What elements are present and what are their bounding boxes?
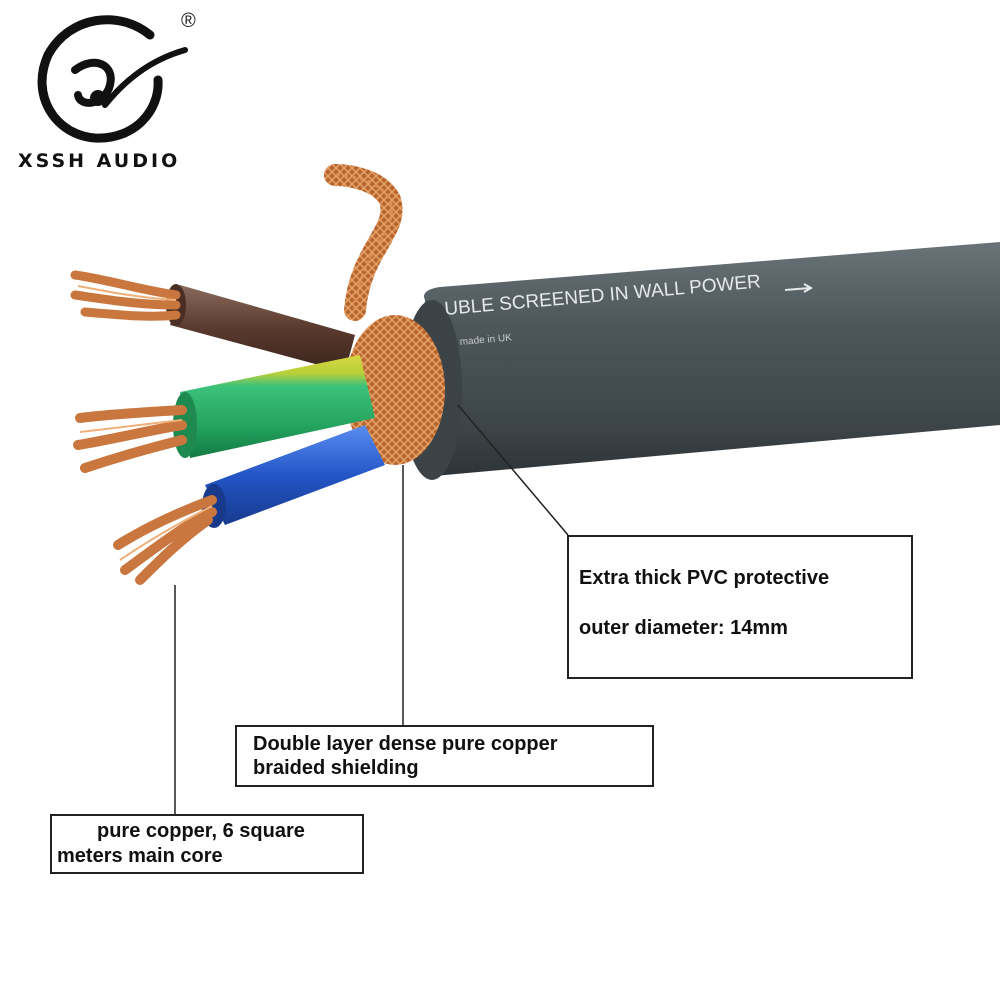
- xs-swirl-logo-icon: [37, 15, 188, 143]
- callout-pvc-line2: outer diameter: 14mm: [579, 617, 788, 639]
- braid-twist: [324, 164, 403, 321]
- callout-pvc-jacket: Extra thick PVC protective outer diamete…: [567, 535, 913, 679]
- brown-conductor: [170, 285, 355, 372]
- callout-main-core: pure copper, 6 square meters main core: [50, 814, 364, 874]
- brand-name: XSSH AUDIO: [18, 150, 181, 172]
- callout-core-line2: meters main core: [57, 845, 223, 867]
- leader-pvc: [457, 404, 569, 536]
- braided-shield: [345, 315, 445, 465]
- green-strands: [73, 405, 187, 473]
- callout-braid-line1: Double layer dense pure copper: [253, 733, 558, 755]
- callout-braid-shield: Double layer dense pure copper braided s…: [235, 725, 654, 787]
- cable-jacket: [410, 242, 1000, 476]
- jacket-print-arrow: [784, 287, 811, 291]
- green-yellow-conductor: [180, 355, 375, 458]
- callout-core-line1: pure copper, 6 square: [97, 820, 305, 842]
- callout-pvc-line1: Extra thick PVC protective: [579, 567, 830, 589]
- brown-strands: [70, 270, 181, 321]
- registered-mark: ®: [181, 10, 196, 32]
- jacket-subprint: made in UK: [459, 332, 512, 348]
- callout-braid-line2: braided shielding: [253, 757, 419, 779]
- blue-strands: [113, 495, 217, 585]
- blue-conductor: [205, 425, 385, 525]
